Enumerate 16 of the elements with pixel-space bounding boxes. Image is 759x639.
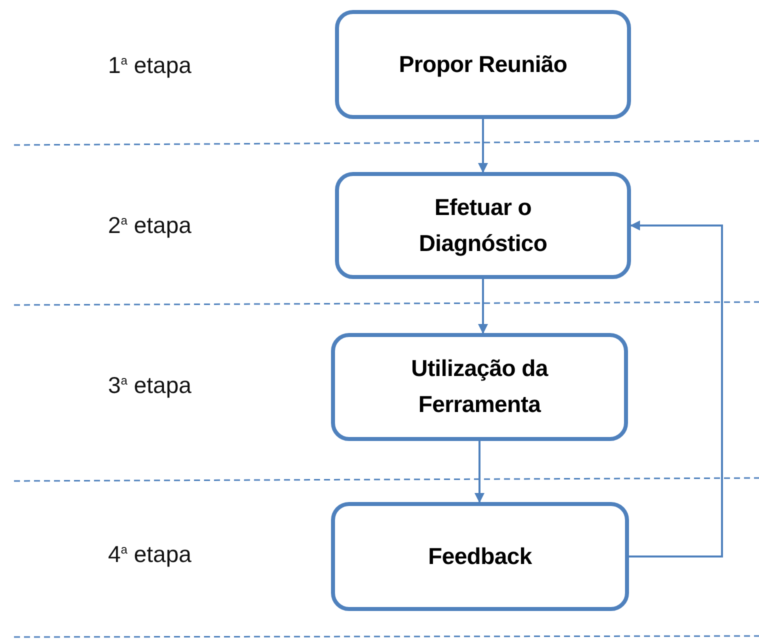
process-box [335,10,631,119]
stage-label: 1$^{a}$ etapa [108,52,192,79]
stage-label: 2$^{a}$ etapa [108,212,192,239]
step-title: Utilização da Ferramenta [410,354,550,419]
process-box [331,333,628,441]
arrow [629,220,723,558]
process-box [335,172,631,279]
step-title: Feedback [428,542,532,571]
stage-label: 3$^{a}$ etapa [108,372,192,399]
stage-label: 4$^{a}$ etapa [108,541,192,568]
arrow [478,279,488,334]
arrow [478,119,488,173]
step-title: Propor Reunião [398,50,568,79]
step-title: Efetuar o Diagnóstico [418,192,548,258]
process-box [331,502,629,611]
arrow [474,441,484,503]
